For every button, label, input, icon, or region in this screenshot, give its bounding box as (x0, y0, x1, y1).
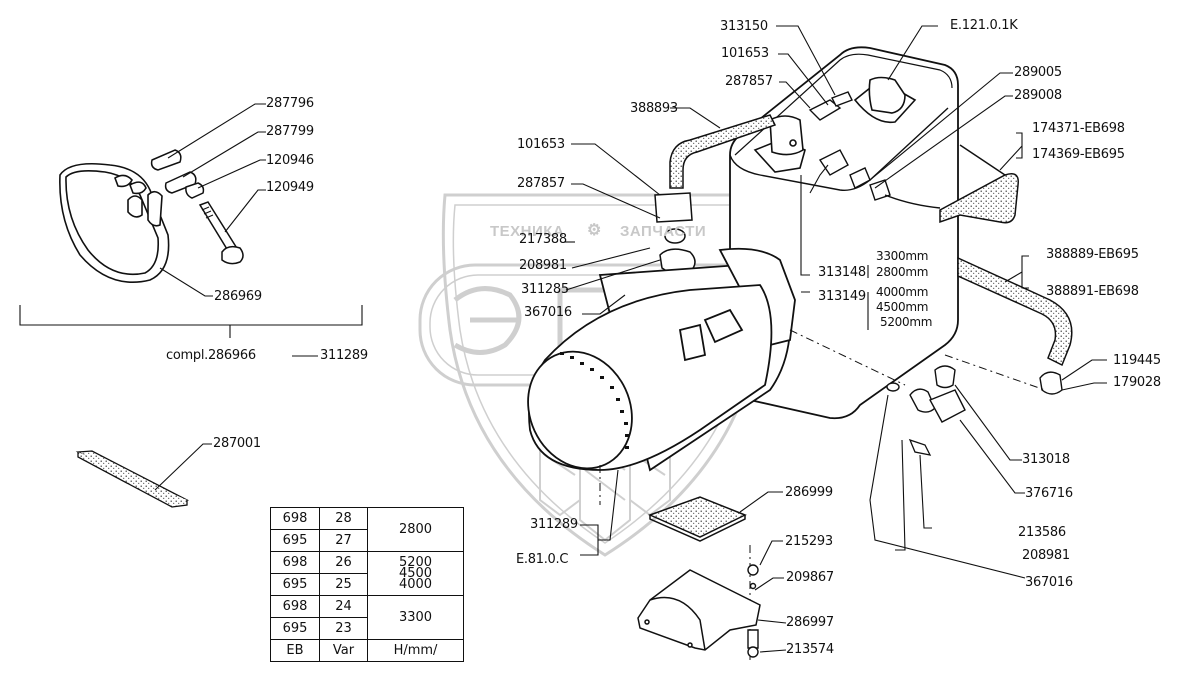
table-cell-height-multi: 5200 4500 4000 (367, 551, 464, 596)
part-label[interactable]: 367016 (524, 305, 572, 320)
part-label[interactable]: 286997 (786, 615, 834, 630)
watermark-text-left: ТЕХНИКА (490, 223, 565, 240)
filter-perforation (560, 352, 629, 449)
length-value: 3300mm (876, 249, 929, 263)
part-label[interactable]: 208981 (519, 258, 567, 273)
part-label[interactable]: 313148 (818, 265, 866, 280)
part-label[interactable]: 213586 (1018, 525, 1066, 540)
tank-cap (853, 76, 917, 124)
part-label[interactable]: 179028 (1113, 375, 1161, 390)
table-row: 698 24 3300 (270, 595, 464, 640)
part-label[interactable]: 311285 (521, 282, 569, 297)
part-label[interactable]: 287857 (725, 74, 773, 89)
gasket-strip (75, 450, 190, 508)
part-label[interactable]: 120949 (266, 180, 314, 195)
part-label[interactable]: 101653 (721, 46, 769, 61)
part-label[interactable]: 287857 (517, 176, 565, 191)
table-cell-eb: 695 (270, 617, 320, 640)
part-label[interactable]: 217388 (519, 232, 567, 247)
fuel-filter (527, 247, 796, 472)
table-cell-var: 28 (319, 507, 368, 530)
height-value: 4500 (398, 566, 433, 581)
part-label[interactable]: 311289 (530, 517, 578, 532)
part-label[interactable]: E.81.0.C (516, 552, 569, 567)
table-cell-eb: 698 (270, 551, 320, 574)
part-label[interactable]: 287799 (266, 124, 314, 139)
clamp-ring (59, 162, 170, 283)
part-label[interactable]: 376716 (1025, 486, 1073, 501)
part-label[interactable]: 101653 (517, 137, 565, 152)
leader-lines-main (565, 25, 1107, 653)
part-label[interactable]: 313150 (720, 19, 768, 34)
screw-213586 (908, 438, 932, 456)
watermark-gear-icon: ⚙ (587, 222, 602, 239)
part-label[interactable]: 286969 (214, 289, 262, 304)
part-label[interactable]: 174369-EB695 (1032, 147, 1125, 162)
part-label[interactable]: 289005 (1014, 65, 1062, 80)
variant-height-table: 698 28 2800 695 27 698 26 5200 4500 4000… (270, 507, 464, 662)
table-cell-height: 2800 (367, 507, 464, 552)
part-label[interactable]: 213574 (786, 642, 834, 657)
leader-lines-kit (19, 103, 363, 357)
table-header-eb: EB (270, 639, 320, 662)
table-cell-eb: 698 (270, 507, 320, 530)
length-value: 4500mm (876, 300, 929, 314)
table-cell-var: 26 (319, 551, 368, 574)
part-label[interactable]: 286999 (785, 485, 833, 500)
height-value: 5200 (398, 555, 433, 570)
table-row: 695 27 (270, 529, 464, 552)
part-label[interactable]: 388889-EB695 (1046, 247, 1139, 262)
table-cell-height: 3300 (367, 595, 464, 640)
hardware-stack (747, 564, 759, 658)
part-label[interactable]: 209867 (786, 570, 834, 585)
part-label[interactable]: 311289 (320, 348, 368, 363)
part-label[interactable]: 289008 (1014, 88, 1062, 103)
table-cell-var: 25 (319, 573, 368, 596)
table-header-height: H/mm/ (367, 639, 464, 662)
elbow-fitting (654, 192, 696, 275)
bracket-286997 (637, 569, 761, 651)
drain-fittings (886, 365, 1063, 423)
bolt-120949 (198, 201, 244, 265)
part-label[interactable]: 287001 (213, 436, 261, 451)
nut-120946 (185, 182, 205, 199)
table-cell-var: 23 (319, 617, 368, 640)
table-cell-eb: 698 (270, 595, 320, 618)
table-cell-eb: 695 (270, 529, 320, 552)
part-label[interactable]: 119445 (1113, 353, 1161, 368)
watermark-text-right: ЗАПЧАСТИ (620, 223, 707, 240)
table-cell-var: 27 (319, 529, 368, 552)
part-label[interactable]: 208981 (1022, 548, 1070, 563)
hose-388889 (957, 256, 1073, 367)
part-label[interactable]: 174371-EB698 (1032, 121, 1125, 136)
table-row: 698 28 2800 (270, 507, 464, 552)
table-row: 695 23 (270, 617, 464, 640)
length-value: 5200mm (880, 315, 933, 329)
table-row: 698 26 5200 4500 4000 (270, 551, 464, 596)
part-label[interactable]: 313018 (1022, 452, 1070, 467)
part-label[interactable]: 388891-EB698 (1046, 284, 1139, 299)
part-label[interactable]: E.121.0.1K (950, 18, 1018, 33)
part-label[interactable]: 313149 (818, 289, 866, 304)
part-label[interactable]: 388893 (630, 101, 678, 116)
hose-174371 (939, 144, 1019, 224)
part-label[interactable]: 120946 (266, 153, 314, 168)
pad-286999 (647, 496, 747, 542)
table-cell-eb: 695 (270, 573, 320, 596)
fittings-top (808, 91, 941, 209)
tank-sender (753, 115, 806, 173)
table-header-row: EB Var H/mm/ (270, 639, 464, 662)
hose-388893 (669, 114, 777, 189)
part-label[interactable]: 367016 (1025, 575, 1073, 590)
table-cell-var: 24 (319, 595, 368, 618)
length-value: 4000mm (876, 285, 929, 299)
length-value: 2800mm (876, 265, 929, 279)
height-value: 4000 (398, 577, 433, 592)
kit-complete-label[interactable]: compl.286966 (166, 348, 256, 363)
part-label[interactable]: 215293 (785, 534, 833, 549)
part-label[interactable]: 287796 (266, 96, 314, 111)
table-header-var: Var (319, 639, 368, 662)
